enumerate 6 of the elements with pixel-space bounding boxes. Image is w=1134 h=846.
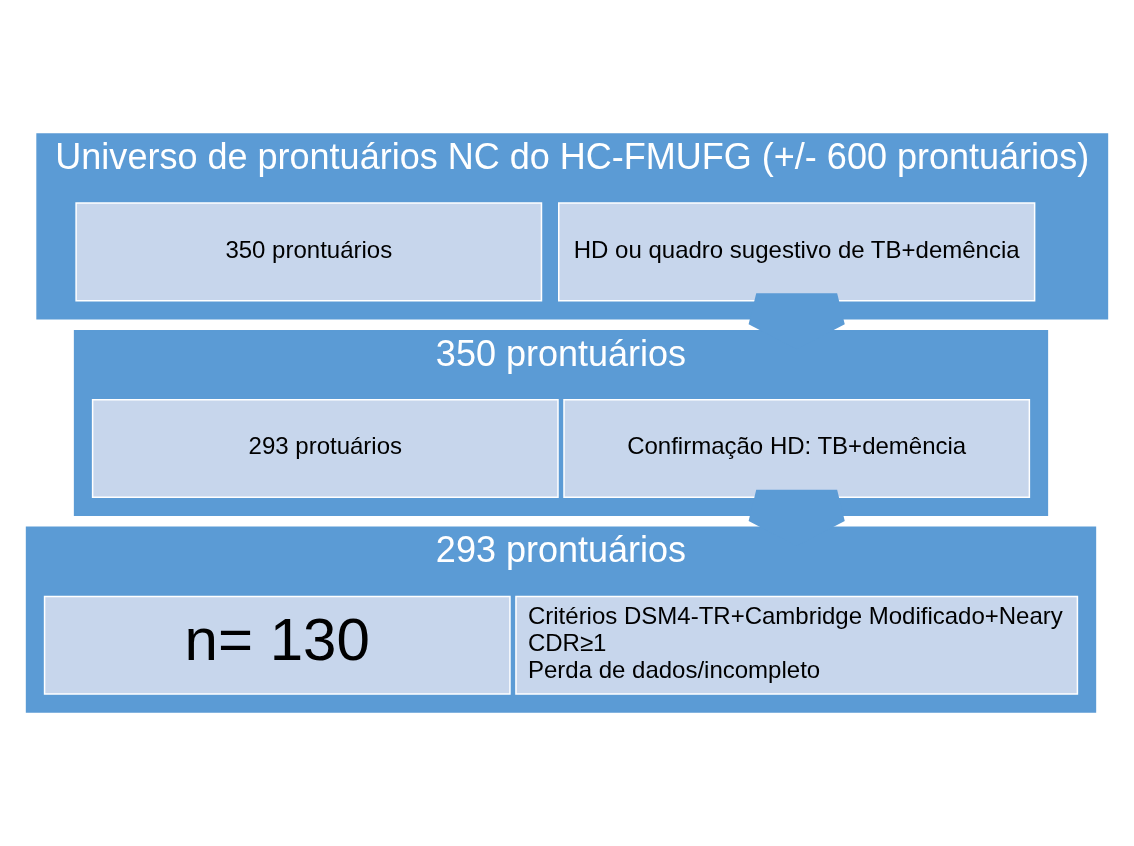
node-box: HD ou quadro sugestivo de TB+demência: [558, 202, 1036, 302]
node-box: Critérios DSM4-TR+Cambridge Modificado+Neary CDR≥1 Perda de dados/incompleto: [515, 595, 1079, 695]
node-box: 293 protuários: [91, 399, 559, 499]
node-box: 350 prontuários: [75, 202, 543, 302]
node-box: Confirmação HD: TB+demência: [563, 399, 1031, 499]
node-box: n= 130: [43, 595, 511, 695]
